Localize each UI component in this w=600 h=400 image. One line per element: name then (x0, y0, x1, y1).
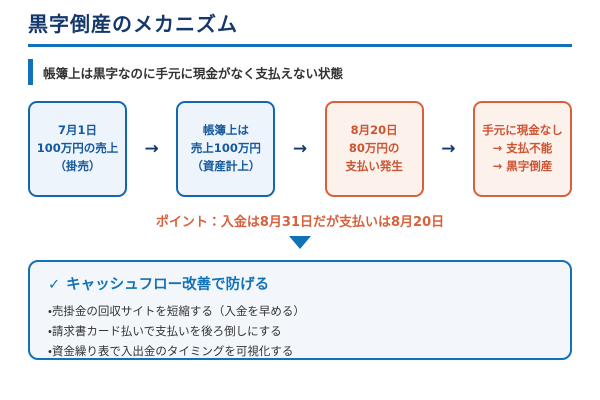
flow-step-sale: 7月1日 100万円の売上 （掛売） (28, 101, 127, 197)
title-underline (28, 44, 572, 47)
flow-step-line: 帳簿上は (202, 123, 249, 138)
flow-step-payment-due: 8月20日 80万円の 支払い発生 (324, 101, 424, 197)
subtitle-strip: 帳簿上は黒字なのに手元に現金がなく支払えない状態 (28, 59, 572, 85)
flow-step-line: （資産計上） (191, 158, 261, 173)
right-arrow-icon: → (292, 139, 308, 159)
flow-step-line: 8月20日 (350, 123, 398, 138)
flow-step-line: → 黒字倒産 (492, 158, 553, 173)
list-item: ・売掛金の回収サイトを短縮する（入金を早める） (48, 304, 305, 318)
flow-step-line: 売上100万円 (190, 141, 261, 156)
solution-heading: ✓ キャッシュフロー改善で防げる (48, 273, 552, 294)
flow-step-line: （掛売） (54, 158, 101, 173)
right-arrow-icon: → (441, 139, 456, 159)
flow-step-line: 支払い発生 (345, 158, 403, 173)
flow-step-books: 帳簿上は 売上100万円 （資産計上） (176, 101, 276, 197)
solution-panel: ✓ キャッシュフロー改善で防げる ・売掛金の回収サイトを短縮する（入金を早める） … (28, 260, 572, 360)
subtitle-text: 帳簿上は黒字なのに手元に現金がなく支払えない状態 (43, 65, 344, 81)
flow-step-line: 7月1日 (57, 123, 97, 138)
flow-step-line: 80万円の (348, 141, 400, 156)
right-arrow-icon: → (144, 139, 159, 159)
point-note: ポイント：入金は8月31日だが支払いは8月20日 (155, 215, 445, 230)
down-arrow-wrap (28, 236, 572, 249)
flow-step-bankruptcy: 手元に現金なし → 支払不能 → 黒字倒産 (472, 101, 572, 197)
check-icon: ✓ (48, 277, 61, 293)
flow-step-line: 100万円の売上 (36, 141, 119, 156)
page-title: 黒字倒産のメカニズム (28, 12, 238, 36)
solution-heading-text: キャッシュフロー改善で防げる (66, 277, 270, 293)
flow-step-line: → 支払不能 (492, 141, 553, 156)
list-item: ・資金繰り表で入出金のタイミングを可視化する (48, 344, 294, 359)
flow-step-line: 手元に現金なし (482, 123, 563, 138)
flow-diagram: 7月1日 100万円の売上 （掛売） → 帳簿上は 売上100万円 （資産計上）… (28, 101, 572, 197)
subtitle-accent-bar (28, 59, 33, 85)
down-triangle-icon (289, 236, 311, 249)
solution-list: ・売掛金の回収サイトを短縮する（入金を早める） ・請求書カード払いで支払いを後ろ… (48, 301, 552, 361)
list-item: ・請求書カード払いで支払いを後ろ倒しにする (48, 324, 282, 339)
